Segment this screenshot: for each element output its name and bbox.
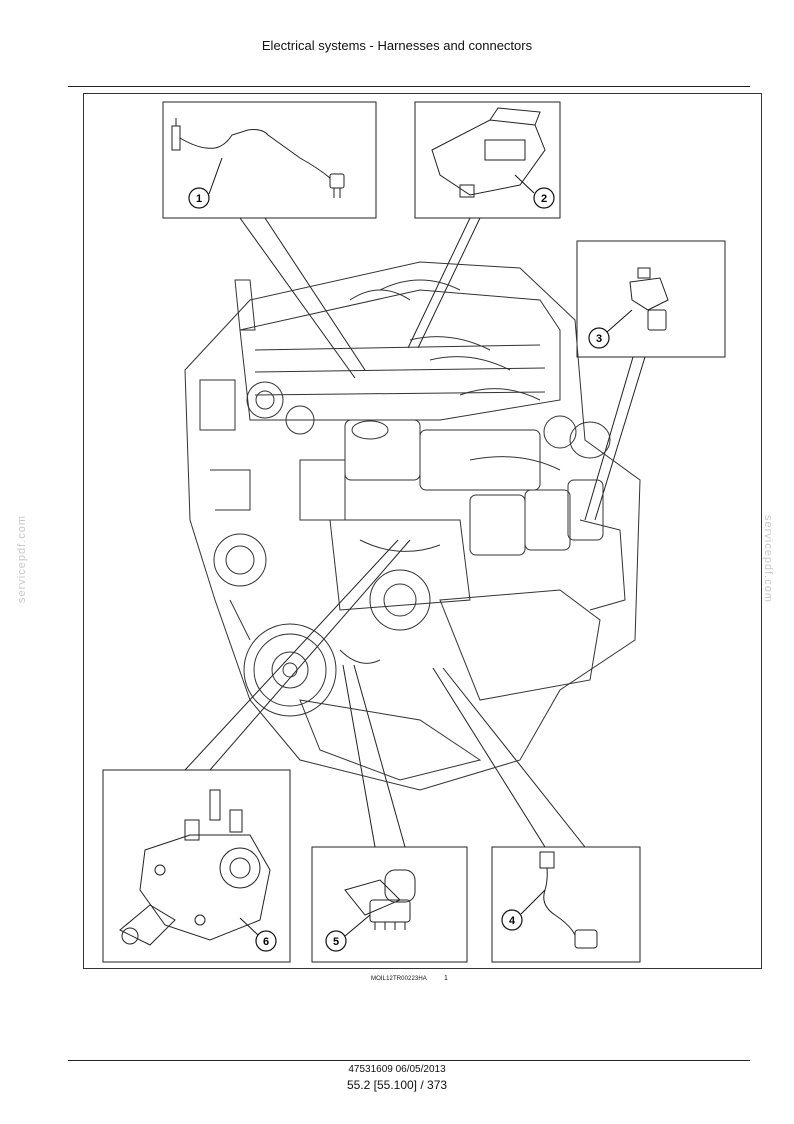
callouts: 1 2 3 6 5 4 [188, 157, 633, 952]
callout-4: 4 [501, 889, 546, 931]
figure-frame [83, 93, 762, 969]
svg-text:6: 6 [263, 936, 269, 948]
sensor-detail-1 [171, 118, 345, 198]
detail-box-6 [102, 769, 291, 963]
detail-box-3 [576, 240, 726, 358]
figure-code: MOIL12TR00223HA [371, 976, 427, 982]
callout-6: 6 [239, 917, 277, 952]
detail-box-1 [162, 101, 377, 219]
sensor-detail-5 [344, 869, 416, 930]
callout-2: 2 [514, 174, 555, 209]
page-header-title: Electrical systems - Harnesses and conne… [261, 38, 533, 53]
footer-page-line: 55.2 [55.100] / 373 [346, 1078, 448, 1092]
watermark-right: servicepdf.com [762, 515, 774, 603]
svg-text:5: 5 [333, 936, 339, 948]
header-rule [68, 86, 750, 87]
detail-box-4 [491, 846, 641, 963]
svg-text:1: 1 [196, 193, 202, 205]
sensor-detail-3 [629, 267, 669, 331]
engine-block [184, 261, 641, 791]
callout-3: 3 [588, 309, 633, 349]
footer-rule [68, 1060, 750, 1061]
detail-box-2 [414, 101, 561, 219]
detail-box-5 [311, 846, 468, 963]
svg-text:3: 3 [596, 333, 602, 345]
svg-text:2: 2 [541, 193, 547, 205]
leader-lines [184, 217, 646, 848]
callout-1: 1 [188, 157, 223, 209]
sensor-detail-4 [539, 851, 598, 949]
footer-doc-line: 47531609 06/05/2013 [348, 1064, 446, 1075]
callout-5: 5 [325, 914, 371, 952]
figure-number: 1 [444, 975, 448, 982]
svg-text:4: 4 [509, 915, 516, 927]
sensor-detail-2 [431, 107, 546, 198]
pump-detail-6 [119, 789, 271, 946]
